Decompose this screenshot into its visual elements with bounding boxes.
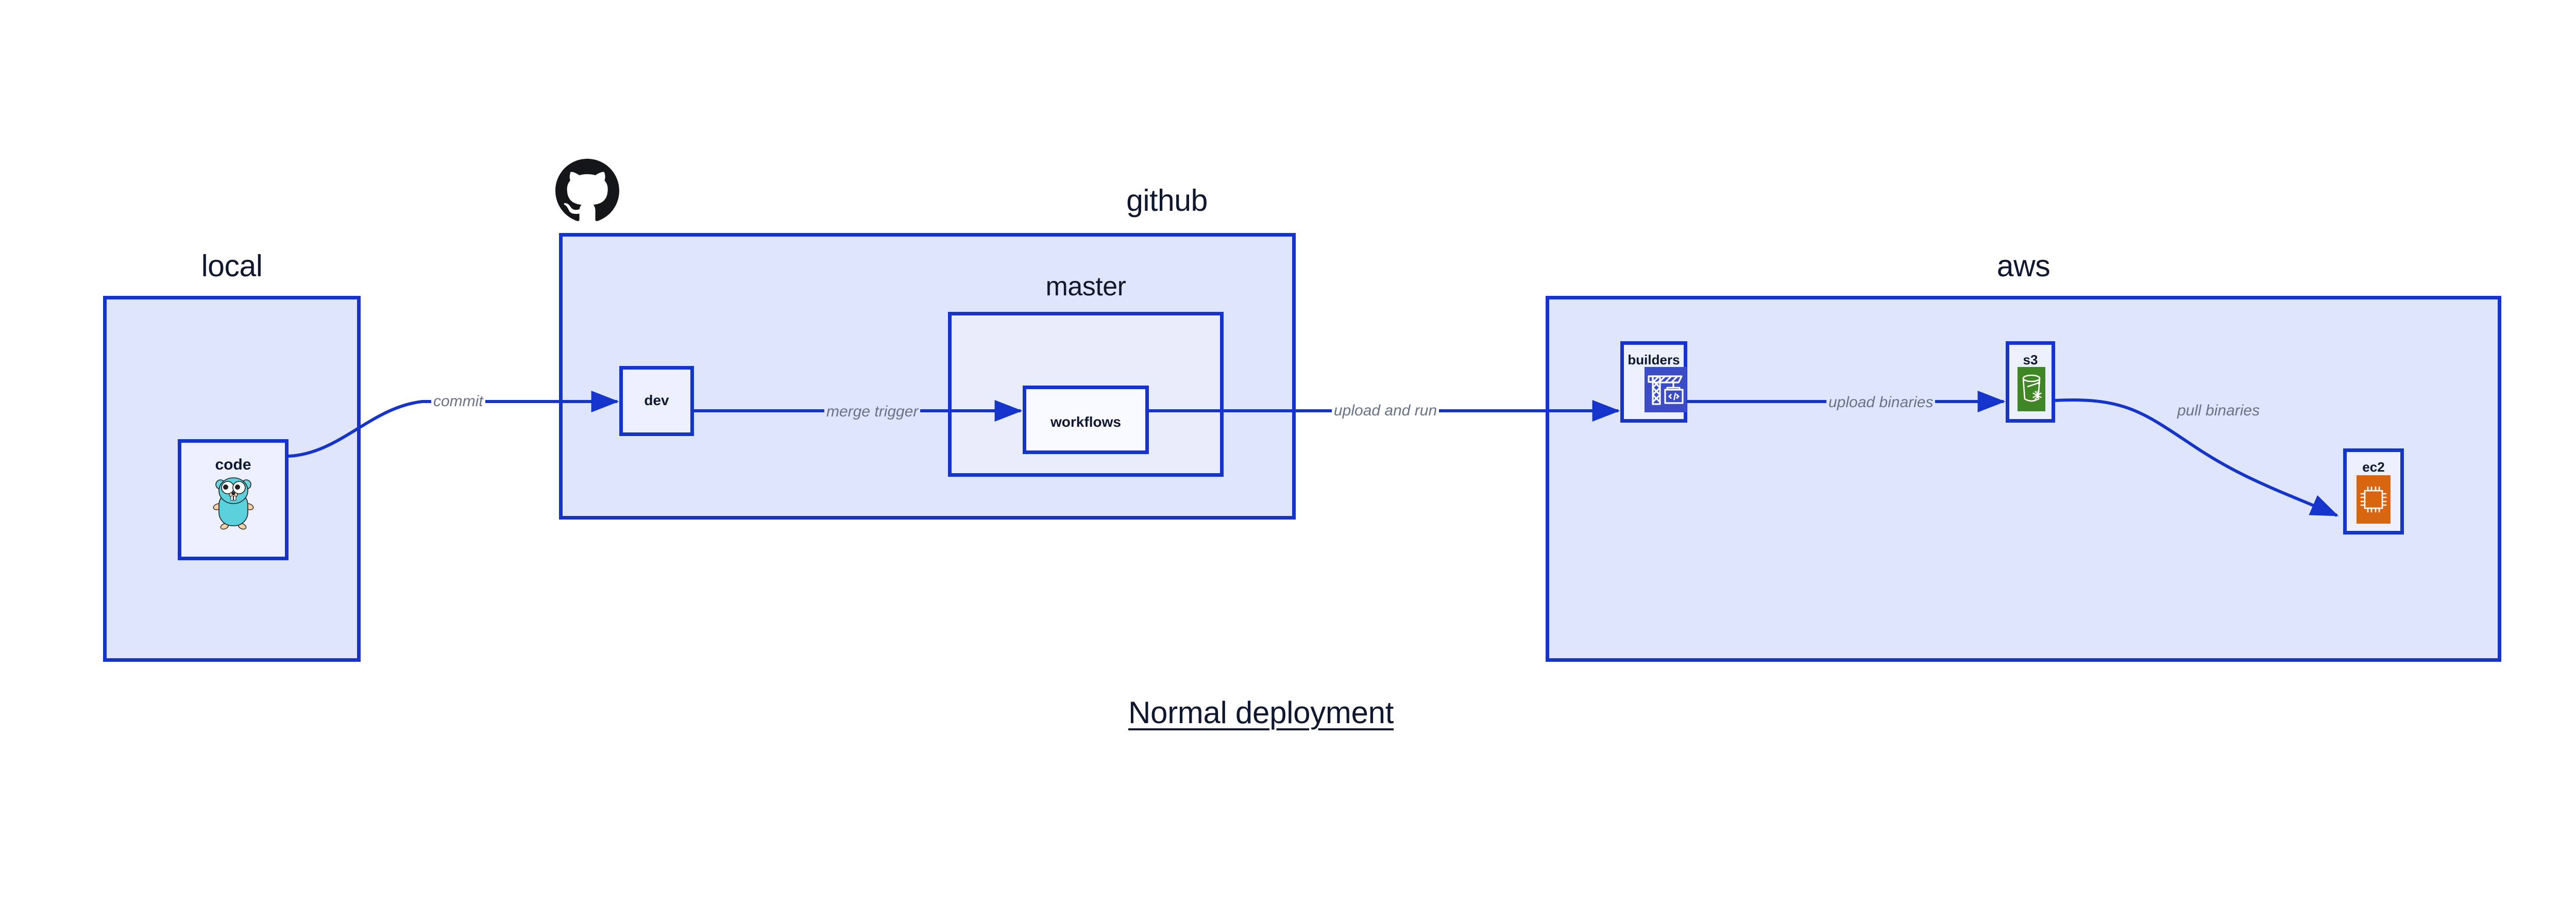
group-title-github: github <box>1126 183 1208 218</box>
aws-ec2-cpu-chip-icon <box>2357 475 2391 524</box>
edge-label-pull-binaries: pull binaries <box>2175 402 2262 419</box>
group-title-aws: aws <box>1996 249 2050 283</box>
aws-s3-bucket-snowflake-icon <box>2018 367 2045 411</box>
node-label-builders: builders <box>1628 352 1680 368</box>
node-label-workflows: workflows <box>1050 414 1121 430</box>
subgroup-title-master: master <box>1045 272 1126 302</box>
node-label-code: code <box>215 456 251 473</box>
node-label-s3: s3 <box>2023 352 2038 368</box>
node-label-dev: dev <box>644 392 669 408</box>
node-label-ec2: ec2 <box>2362 459 2385 475</box>
github-octocat-logo <box>555 159 619 223</box>
diagram-title: Normal deployment <box>1128 695 1394 730</box>
edge-label-upload-and-run: upload and run <box>1332 402 1439 419</box>
go-gopher-icon <box>212 474 255 532</box>
node-dev[interactable]: dev <box>619 366 694 436</box>
edge-label-merge-trigger: merge trigger <box>824 403 921 420</box>
aws-codebuild-crane-icon <box>1645 367 1687 412</box>
group-title-local: local <box>201 249 263 283</box>
edge-label-upload-binaries: upload binaries <box>1826 394 1936 411</box>
node-workflows[interactable]: workflows <box>1023 386 1149 454</box>
edge-label-commit: commit <box>431 393 485 410</box>
